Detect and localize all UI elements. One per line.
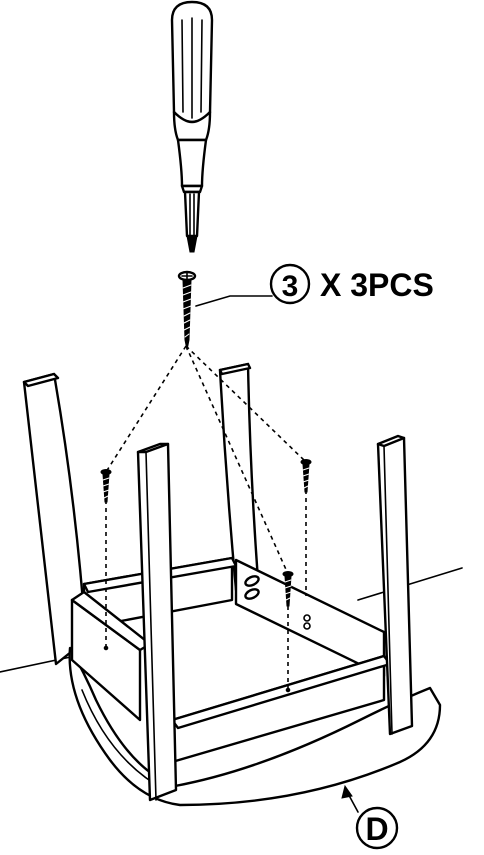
floor-lines bbox=[0, 567, 463, 673]
screw-number: 3 bbox=[282, 270, 299, 303]
screw-icon bbox=[177, 270, 197, 351]
quantity-callout: 3 X 3PCS bbox=[195, 263, 434, 307]
front-leg-left bbox=[136, 442, 178, 802]
seat-label: D bbox=[365, 811, 388, 847]
bracket-holes bbox=[244, 575, 311, 630]
screw-middle-icon bbox=[282, 571, 294, 607]
guide-lines bbox=[105, 345, 307, 690]
quantity-text: X 3PCS bbox=[320, 267, 434, 303]
screw-right-icon bbox=[300, 459, 312, 493]
screw-number-circle bbox=[269, 263, 311, 305]
front-leg-right bbox=[376, 434, 414, 736]
part-label-d: D bbox=[341, 784, 399, 850]
hole-dots bbox=[103, 645, 291, 693]
screwdriver-icon bbox=[170, 0, 214, 253]
part-label-circle bbox=[355, 806, 399, 850]
screw-left-icon bbox=[100, 469, 112, 503]
